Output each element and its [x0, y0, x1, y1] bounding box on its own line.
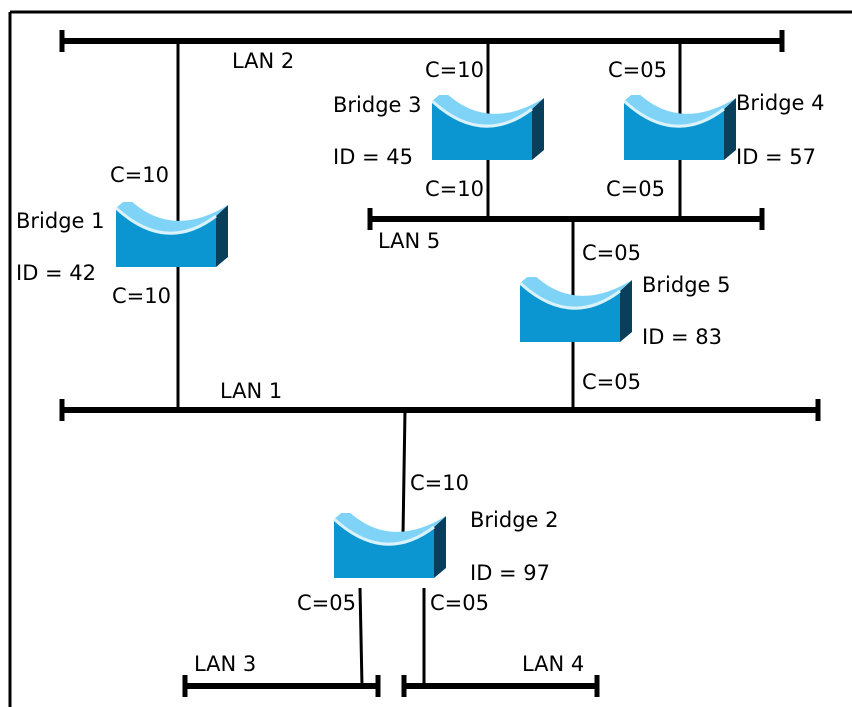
- lan4-segment: [401, 675, 600, 697]
- bridge4-id: ID = 57: [736, 145, 816, 169]
- bridge5-icon[interactable]: [520, 273, 634, 344]
- bridge2-up-link: [401, 409, 407, 536]
- bridge2-name: Bridge 2: [470, 508, 559, 532]
- lan3-label: LAN 3: [194, 652, 256, 676]
- bridge1-name: Bridge 1: [16, 209, 105, 233]
- lan1-segment: [59, 399, 821, 421]
- bridge2-cost-left: C=05: [297, 591, 356, 615]
- bridge2-icon[interactable]: [334, 509, 448, 580]
- bridge4-cost-bottom: C=05: [606, 177, 665, 201]
- bridge3-id: ID = 45: [333, 145, 413, 169]
- lan4-label: LAN 4: [522, 652, 584, 676]
- bridge2-cost-top: C=10: [410, 471, 469, 495]
- bridge5-cost-bottom: C=05: [582, 370, 641, 394]
- bridge3-name: Bridge 3: [333, 93, 422, 117]
- lan2-segment: [59, 30, 785, 52]
- bridge2-id: ID = 97: [470, 561, 550, 585]
- lan3-segment: [182, 675, 381, 697]
- bridge5-cost-top: C=05: [582, 241, 641, 265]
- bridge2-lan3-link: [358, 587, 364, 687]
- bridge1-id: ID = 42: [16, 261, 96, 285]
- bridge4-name: Bridge 4: [736, 91, 825, 115]
- bridge5-id: ID = 83: [642, 325, 722, 349]
- bridge2-cost-right: C=05: [430, 591, 489, 615]
- bridge5-name: Bridge 5: [642, 273, 731, 297]
- lan1-label: LAN 1: [220, 379, 282, 403]
- bridge1-cost-bottom: C=10: [112, 284, 171, 308]
- bridge3-cost-bottom: C=10: [425, 177, 484, 201]
- lan5-label: LAN 5: [378, 229, 440, 253]
- bridge3-cost-top: C=10: [425, 58, 484, 82]
- lan5-segment: [367, 208, 765, 230]
- lan2-label: LAN 2: [232, 49, 294, 73]
- bridge4-cost-top: C=05: [608, 58, 667, 82]
- bridge1-cost-top: C=10: [110, 163, 169, 187]
- bridge1-icon[interactable]: [116, 198, 230, 269]
